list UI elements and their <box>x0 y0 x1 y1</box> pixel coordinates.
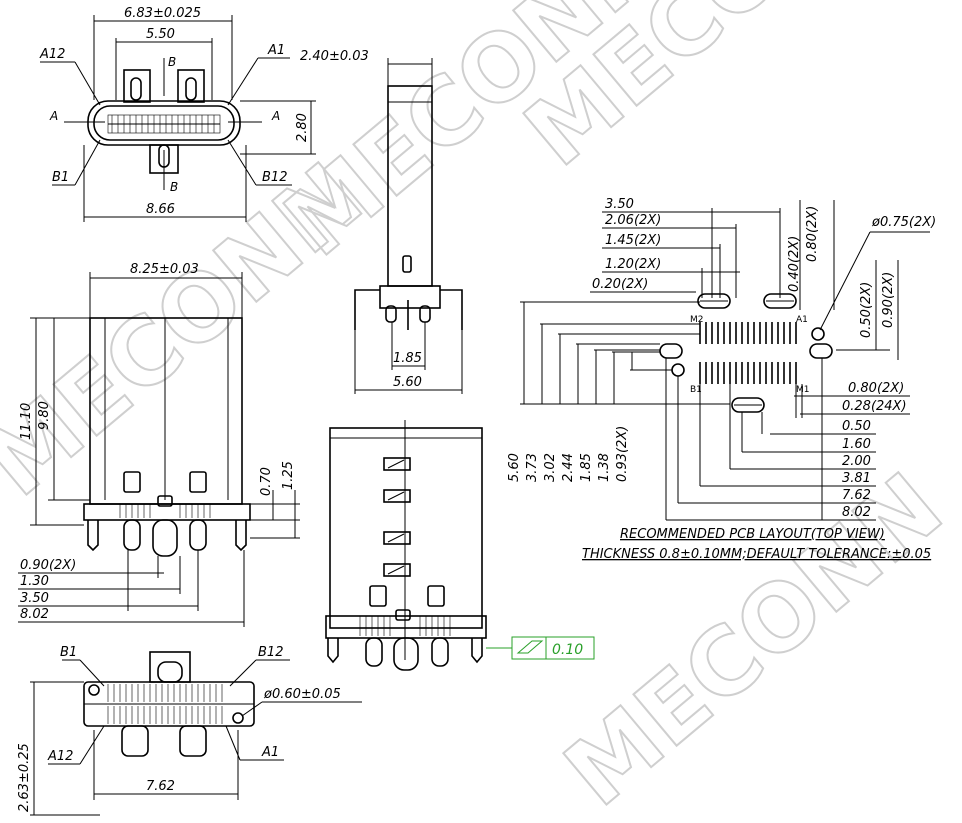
pcb-title: RECOMMENDED PCB LAYOUT(TOP VIEW) <box>620 527 885 542</box>
side-top-width: 2.40±0.03 <box>300 49 369 64</box>
flatness-value: 0.10 <box>552 642 583 658</box>
flatness-icon <box>516 640 544 654</box>
pcb-hole <box>811 327 825 341</box>
section-b-label-bottom: B <box>170 180 178 194</box>
pcb-label-m2: M2 <box>690 315 704 325</box>
bottom-height: 2.63±0.25 <box>17 743 32 812</box>
pcb-tr-dim-1: 0.40(2X) <box>787 236 802 292</box>
bottom-pin-row-bottom <box>107 706 223 724</box>
pcb-top-dim-4: 1.20(2X) <box>605 257 661 272</box>
pcb-left-dim-2: 3.73 <box>525 453 540 482</box>
pcb-slot-pad <box>763 293 797 309</box>
side-pin-pitch: 1.85 <box>393 351 422 366</box>
pcb-pad-row-top <box>699 322 797 344</box>
pcb-right-dim-8: 8.02 <box>842 505 871 520</box>
pcb-left-dim-4: 2.44 <box>561 453 576 482</box>
bottom-pin-a1: A1 <box>261 745 279 760</box>
pin-b12-label: B12 <box>262 170 287 185</box>
pcb-tr-dim-4: 0.50(2X) <box>859 282 874 338</box>
bottom-pin-row-top <box>107 684 223 702</box>
side-contact-marks <box>383 457 411 577</box>
pcb-label-a1: A1 <box>796 315 808 325</box>
pcb-right-dim-6: 3.81 <box>842 471 871 486</box>
pcb-slot-pad <box>659 343 683 359</box>
bottom-pin-b1: B1 <box>60 645 77 660</box>
pcb-right-dim-2: 0.28(24X) <box>842 399 907 414</box>
pcb-slot-pad <box>809 343 833 359</box>
watermark-text: MECONN <box>545 453 962 823</box>
pcb-left-dim-3: 3.02 <box>543 453 558 482</box>
pcb-label-b1: B1 <box>690 385 702 395</box>
flatness-frame <box>511 636 595 660</box>
bottom-width: 7.62 <box>146 779 175 794</box>
pcb-thickness-note: THICKNESS 0.8±0.10MM;DEFAULT TOLERANCE:±… <box>582 547 931 562</box>
pcb-hole <box>671 363 685 377</box>
pin-a1-label: A1 <box>267 43 285 58</box>
section-a-left: A <box>49 109 58 123</box>
top-height-total: 11.10 <box>19 403 34 440</box>
pcb-label-m1: M1 <box>796 385 810 395</box>
section-b-label: B <box>168 55 176 69</box>
dim-070: 0.70 <box>259 467 274 496</box>
front-pin-row <box>108 115 220 133</box>
side-view: 2.40±0.03 1.85 5.60 <box>300 49 463 394</box>
dim-130: 1.30 <box>20 574 49 589</box>
pcb-top-dim-1: 3.50 <box>605 197 634 212</box>
bottom-hole-dia: ø0.60±0.05 <box>263 687 341 702</box>
pcb-slot-pad <box>697 293 731 309</box>
bottom-view: 2.63±0.25 7.62 B1 B12 ø0.60±0.05 A12 A1 <box>17 645 362 816</box>
pcb-right-dim-3: 0.50 <box>842 419 871 434</box>
pcb-top-dim-5: 0.20(2X) <box>592 277 648 292</box>
front-bottom-width: 8.66 <box>146 202 175 217</box>
pcb-left-dim-7: 0.93(2X) <box>615 426 630 482</box>
pcb-top-dim-3: 1.45(2X) <box>605 233 661 248</box>
dim-090: 0.90(2X) <box>20 558 76 573</box>
dim-350: 3.50 <box>20 591 49 606</box>
pcb-right-dim-1: 0.80(2X) <box>848 381 904 396</box>
section-a-right: A <box>271 109 280 123</box>
front-inner-width: 5.50 <box>146 27 175 42</box>
front-height: 2.80 <box>295 113 310 142</box>
pcb-left-dim-1: 5.60 <box>507 453 522 482</box>
pcb-right-dim-7: 7.62 <box>842 488 871 503</box>
pcb-tr-dim-2: 0.80(2X) <box>805 206 820 262</box>
pcb-top-dim-2: 2.06(2X) <box>605 213 661 228</box>
dim-125: 1.25 <box>281 461 296 490</box>
pcb-tr-dim-5: 0.90(2X) <box>881 272 896 328</box>
top-width: 8.25±0.03 <box>130 262 199 277</box>
side-bottom-width: 5.60 <box>393 375 422 390</box>
pcb-right-dim-4: 1.60 <box>842 437 871 452</box>
pin-b1-label: B1 <box>52 170 69 185</box>
pcb-hole-dia: ø0.75(2X) <box>871 215 936 230</box>
pin-a12-label: A12 <box>39 47 65 62</box>
dim-802: 8.02 <box>20 607 49 622</box>
bottom-pin-a12: A12 <box>47 749 73 764</box>
pcb-pad-row-bottom <box>699 362 797 384</box>
pcb-layout: 3.50 2.06(2X) 1.45(2X) 1.20(2X) 0.20(2X)… <box>507 197 936 562</box>
pcb-left-dim-6: 1.38 <box>597 453 612 482</box>
pcb-right-dim-5: 2.00 <box>842 454 871 469</box>
pcb-left-dim-5: 1.85 <box>579 453 594 482</box>
top-view: 8.25±0.03 11.10 9.80 0.70 1.25 <box>18 262 300 627</box>
front-side-view: 0.10 <box>325 420 595 671</box>
top-height-body: 9.80 <box>37 401 52 430</box>
bottom-pin-b12: B12 <box>258 645 283 660</box>
front-top-width: 6.83±0.025 <box>124 6 201 21</box>
pcb-slot-pad <box>731 397 765 413</box>
front-view: 6.83±0.025 5.50 B A A B 2.8 <box>39 6 316 222</box>
